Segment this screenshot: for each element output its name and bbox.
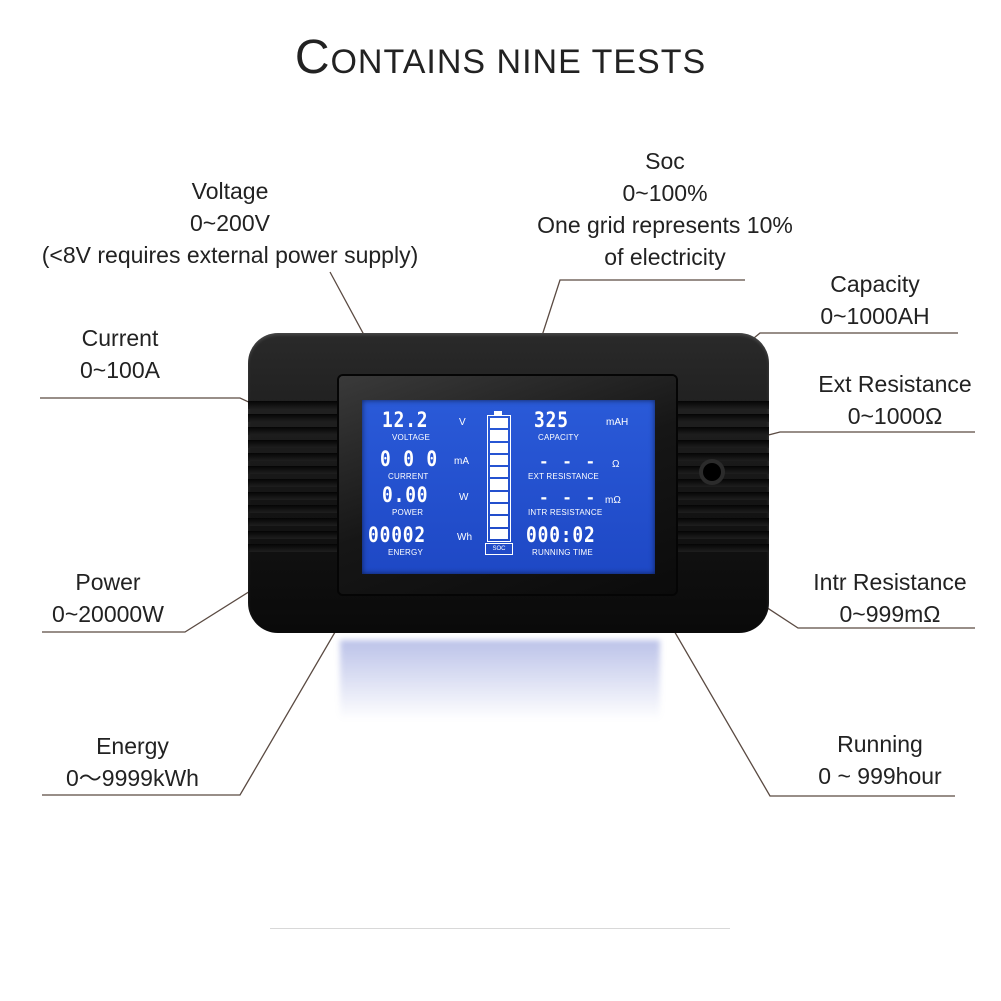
soc-grid-cell [490, 454, 508, 466]
soc-grid-cell [490, 491, 508, 503]
soc-grid-cell [490, 467, 508, 478]
reset-button[interactable] [703, 463, 721, 481]
current-caption: CURRENT [388, 472, 429, 481]
soc-grid-cell [490, 418, 508, 429]
energy-caption: ENERGY [388, 548, 423, 557]
ext-resistance-caption: EXT RESISTANCE [528, 472, 599, 481]
floor-line [270, 928, 730, 929]
voltage-unit: V [459, 417, 466, 428]
soc-grid-cell [490, 430, 508, 441]
voltage-caption: VOLTAGE [392, 433, 431, 442]
power-unit: W [459, 492, 469, 503]
voltage-label: Voltage 0~200V (<8V requires external po… [41, 178, 419, 268]
energy-unit: Wh [457, 532, 472, 543]
current-unit: mA [454, 456, 469, 467]
power-label: Power 0~20000W [52, 569, 164, 627]
current-value: 0 0 0 [380, 447, 438, 471]
capacity-label: Capacity 0~1000AH [820, 271, 930, 329]
running-leader [629, 554, 955, 797]
soc-grid-cell [490, 516, 508, 527]
intr-resistance-value: - - - [539, 488, 598, 507]
power-caption: POWER [392, 508, 424, 517]
current-label: Current 0~100A [80, 325, 160, 383]
intr-resistance-label: Intr Resistance 0~999mΩ [813, 569, 967, 627]
lcd-screen: 12.2 V VOLTAGE 0 0 0 mA CURRENT 0.00 W P… [362, 400, 655, 574]
running-time-caption: RUNNING TIME [532, 548, 593, 557]
running-label: Running 0 ~ 999hour [818, 731, 942, 789]
intr-resistance-unit: mΩ [605, 495, 621, 506]
soc-battery-gauge [487, 411, 511, 542]
intr-resistance-caption: INTR RESISTANCE [528, 508, 603, 517]
right-cooling-fins [671, 401, 769, 557]
energy-label: Energy 0～9999kWh [66, 733, 199, 791]
power-value: 0.00 [382, 483, 429, 507]
screen-bezel: 12.2 V VOLTAGE 0 0 0 mA CURRENT 0.00 W P… [339, 376, 676, 594]
ext-resistance-label: Ext Resistance 0~1000Ω [818, 371, 972, 429]
voltage-value: 12.2 [382, 408, 429, 432]
soc-label: Soc 0~100% One grid represents 10% of el… [537, 148, 793, 270]
device-reflection [340, 640, 660, 720]
capacity-unit: mAH [606, 417, 629, 428]
soc-grid-cell [490, 528, 508, 539]
soc-grid-cell [490, 504, 508, 515]
ext-resistance-unit: Ω [612, 459, 620, 470]
soc-grid-cell [490, 442, 508, 453]
capacity-value: 325 [534, 408, 569, 432]
left-cooling-fins [248, 401, 346, 557]
page-title: CONTAINS NINE TESTS [294, 31, 707, 84]
ext-resistance-value: - - - [539, 452, 598, 471]
battery-monitor-device: 12.2 V VOLTAGE 0 0 0 mA CURRENT 0.00 W P… [248, 333, 769, 633]
capacity-caption: CAPACITY [538, 433, 580, 442]
running-time-value: 000:02 [526, 523, 596, 547]
soc-grid-cell [490, 479, 508, 490]
energy-value: 00002 [368, 523, 426, 547]
soc-caption: SOC [485, 543, 513, 555]
energy-leader [42, 554, 381, 796]
